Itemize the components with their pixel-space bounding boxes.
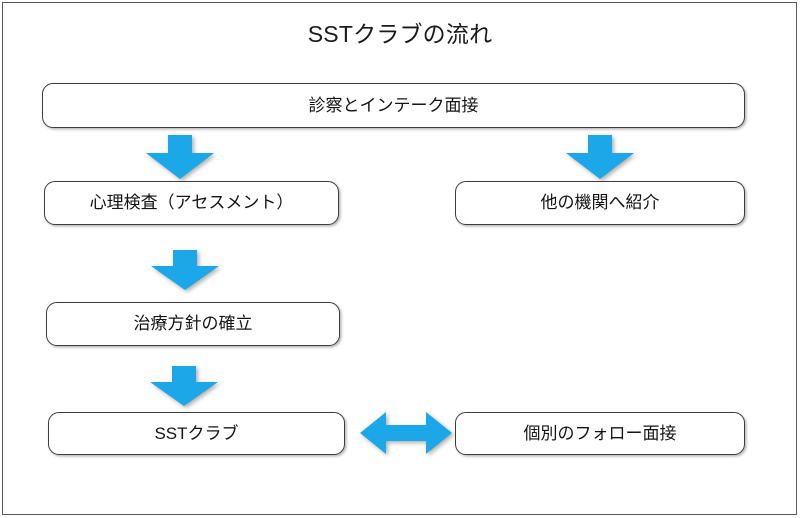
arrow-left-right-icon-sstclub-followup bbox=[360, 410, 452, 456]
node-plan[interactable]: 治療方針の確立 bbox=[46, 302, 340, 346]
diagram-title: SSTクラブの流れ bbox=[307, 21, 493, 47]
node-referral[interactable]: 他の機関へ紹介 bbox=[455, 181, 745, 225]
node-referral-label: 他の機関へ紹介 bbox=[540, 193, 660, 212]
node-assessment-label: 心理検査（アセスメント） bbox=[89, 193, 294, 212]
node-plan-label: 治療方針の確立 bbox=[133, 314, 253, 333]
node-followup[interactable]: 個別のフォロー面接 bbox=[455, 412, 745, 455]
arrow-down-icon-intake-to-referral bbox=[566, 135, 634, 179]
arrow-down-icon-intake-to-assessment bbox=[146, 135, 214, 179]
node-followup-label: 個別のフォロー面接 bbox=[523, 423, 677, 443]
node-sstclub-label: SSTクラブ bbox=[154, 423, 239, 443]
node-assessment[interactable]: 心理検査（アセスメント） bbox=[44, 181, 339, 225]
node-sstclub[interactable]: SSTクラブ bbox=[48, 412, 345, 455]
node-intake-label: 診察とインテーク面接 bbox=[308, 95, 479, 115]
arrow-down-icon-assessment-to-plan bbox=[151, 250, 219, 290]
arrow-down-icon-plan-to-sstclub bbox=[150, 366, 218, 406]
node-intake[interactable]: 診察とインテーク面接 bbox=[42, 83, 745, 128]
